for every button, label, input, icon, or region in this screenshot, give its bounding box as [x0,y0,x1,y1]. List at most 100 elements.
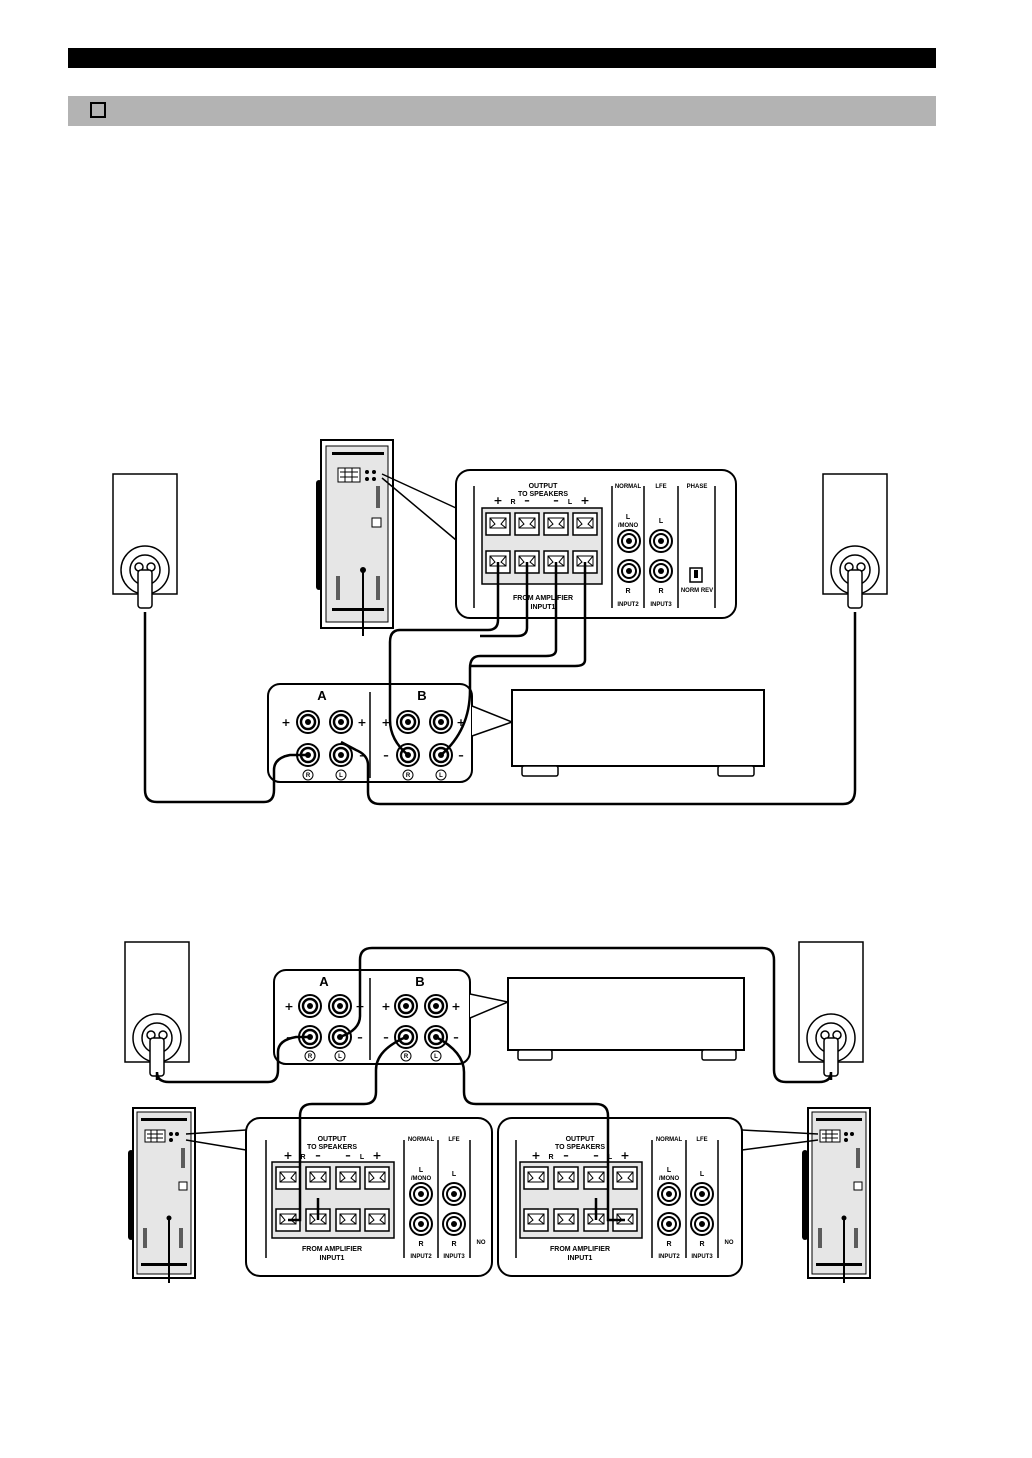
to-speakers-label: TO SPEAKERS [307,1144,357,1151]
speaker-cables-bottom [155,946,833,1222]
output-label: OUTPUT [566,1136,596,1143]
rca-jack-left [617,529,641,553]
output-label: OUTPUT [529,483,559,490]
plus-label: + [283,1149,292,1162]
right-channel-label: R [308,1054,313,1060]
right-channel-label: R [406,773,411,779]
norm-label: NORM [681,588,699,594]
left-channel-label: L [659,518,664,525]
left-channel-label: L [439,773,443,779]
input2-label: INPUT2 [410,1254,432,1260]
lfe-jack-right [649,559,673,583]
mono-label: /MONO [659,1176,680,1182]
from-amplifier-label: FROM AMPLIFIER [302,1246,362,1253]
input3-label: INPUT3 [691,1254,713,1260]
minus-label: – [553,494,559,507]
plus-label: + [357,716,366,729]
input1-label: INPUT1 [568,1255,593,1262]
section-checkbox [90,102,106,118]
channel-a-label: A [317,688,327,703]
right-speaker [822,473,888,609]
minus-label: – [383,1031,389,1044]
mono-label: /MONO [618,523,639,529]
left-channel-label: L [338,1054,342,1060]
input3-label: INPUT3 [443,1254,465,1260]
channel-b-label: B [415,974,424,989]
left-channel-label: L [667,1167,672,1174]
lfe-jack-left [649,529,673,553]
section-heading-bar [68,96,936,126]
channel-a-label: A [319,974,329,989]
right-channel-label: R [666,1241,671,1248]
channel-b-label: B [417,688,426,703]
to-speakers-label: TO SPEAKERS [518,491,568,498]
minus-label: – [563,1149,569,1162]
from-amplifier-label: FROM AMPLIFIER [550,1246,610,1253]
amplifier-unit-bottom [507,977,745,1061]
left-channel-label: L [434,1054,438,1060]
left-speaker [112,473,178,609]
minus-label: – [593,1149,599,1162]
input2-label: INPUT2 [658,1254,680,1260]
plus-label: + [284,1000,293,1013]
from-amplifier-label: FROM AMPLIFIER [513,595,573,602]
plus-label: + [531,1149,540,1162]
input1-label: INPUT1 [320,1255,345,1262]
subwoofer-terminal-panel-left: OUTPUT TO SPEAKERS NORMAL LFE + + – – R … [245,1117,493,1277]
rca-jack-right [617,559,641,583]
plus-label: + [456,716,465,729]
right-channel-label: R [451,1241,456,1248]
plus-label: + [493,494,502,507]
subwoofer-unit-left [132,1107,196,1284]
minus-label: – [357,1031,363,1044]
speaker-cables-top [143,562,857,806]
plus-label: + [620,1149,629,1162]
lfe-label: LFE [655,484,666,490]
plus-label: + [372,1149,381,1162]
plus-label: + [580,494,589,507]
amplifier-terminals-bottom: A B + + – – + + – – R L R L [273,969,471,1065]
lfe-label: LFE [448,1137,459,1143]
right-channel-label: R [404,1054,409,1060]
normal-label: NORMAL [656,1137,683,1143]
left-channel-label: L [608,1154,613,1161]
top-rule [68,48,936,68]
minus-label: – [383,749,389,762]
normal-label: NORMAL [615,484,642,490]
normal-label: NORMAL [408,1137,435,1143]
phase-label: PHASE [687,484,708,490]
subwoofer-terminal-panel-right: OUTPUT TO SPEAKERS NORMAL LFE + + – – R … [497,1117,743,1277]
right-channel-label: R [306,773,311,779]
input1-label: INPUT1 [531,604,556,611]
left-speaker-bottom [124,941,190,1077]
minus-label: – [453,1031,459,1044]
right-channel-label: R [548,1154,553,1161]
rev-label: REV [701,588,713,594]
amplifier-terminals-top: A B + + – – + + – – R L R L [267,683,473,783]
plus-label: + [451,1000,460,1013]
lfe-label: LFE [696,1137,707,1143]
left-channel-label: L [700,1171,705,1178]
right-channel-label: R [300,1154,305,1161]
right-channel-label: R [658,588,663,595]
plus-label: + [381,716,390,729]
output-label: OUTPUT [318,1136,348,1143]
right-speaker-bottom [798,941,864,1077]
right-channel-label: R [510,499,515,506]
left-channel-label: L [339,773,343,779]
left-channel-label: L [452,1171,457,1178]
left-channel-label: L [626,514,631,521]
plus-label: + [381,1000,390,1013]
left-channel-label: L [568,499,573,506]
left-channel-label: L [419,1167,424,1174]
to-speakers-label: TO SPEAKERS [555,1144,605,1151]
mono-label: /MONO [411,1176,432,1182]
right-channel-label: R [699,1241,704,1248]
input3-label: INPUT3 [650,602,672,608]
plus-label: + [281,716,290,729]
left-channel-label: L [360,1154,365,1161]
minus-label: – [524,494,530,507]
input2-label: INPUT2 [617,602,639,608]
right-channel-label: R [625,588,630,595]
